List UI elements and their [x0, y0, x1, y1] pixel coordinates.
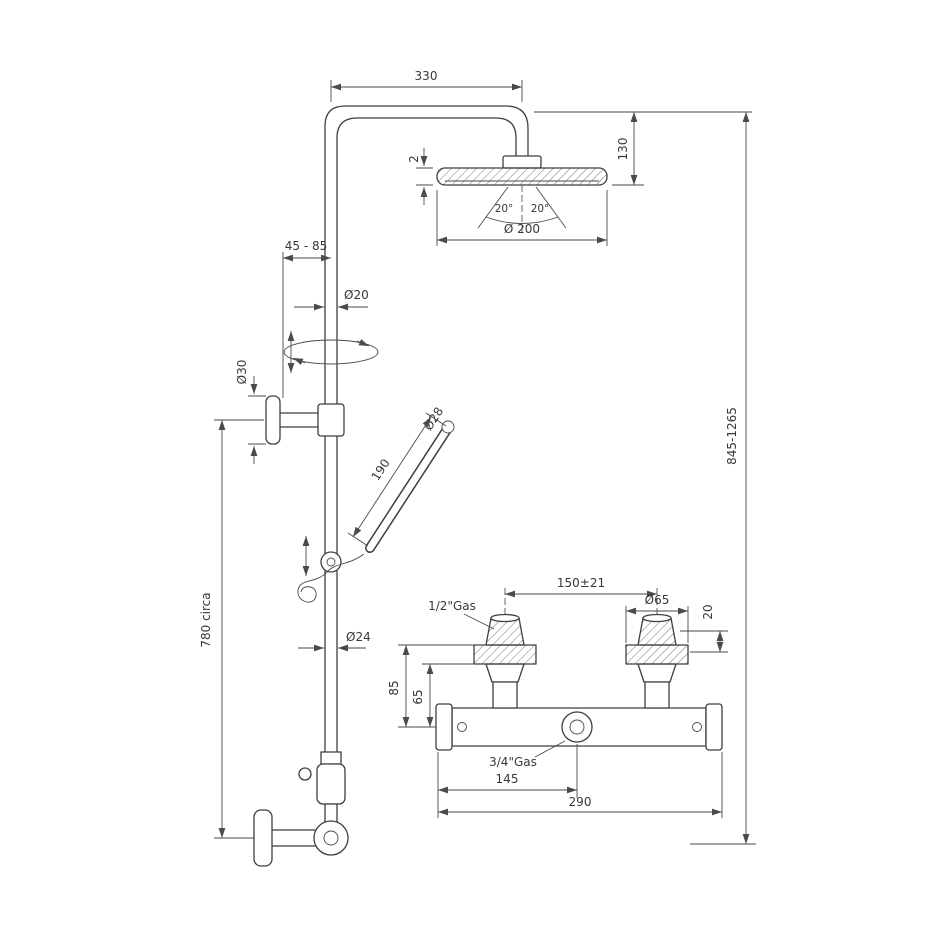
dim-handle-height: 20	[680, 604, 728, 653]
dim-body-height-inner: 65	[411, 663, 474, 727]
wall-supply-elbow	[253, 809, 316, 867]
rotation-indicator	[283, 339, 379, 365]
label-riser-height: 780 circa	[199, 592, 213, 647]
dim-body-width: 290	[438, 752, 723, 818]
label-outlet-offset: 145	[496, 772, 519, 786]
diverter-valve	[298, 751, 349, 856]
dim-body-height-outer: 85	[387, 644, 486, 728]
mixer-outlet	[561, 711, 593, 743]
dim-bracket-diameter: Ø30	[235, 360, 266, 464]
dim-riser-height: 780 circa	[199, 419, 264, 839]
dim-riser-diameter: Ø20	[294, 288, 369, 311]
label-head-drop: 130	[616, 138, 630, 161]
dim-arm-length: 330	[330, 69, 523, 102]
dim-wall-offset: 45 - 85	[282, 239, 331, 398]
label-arm-length: 330	[415, 69, 438, 83]
dim-handle-diameter: Ø65	[625, 593, 689, 643]
label-spray-angle-right: 20°	[531, 203, 550, 215]
label-overall-height: 845-1265	[725, 407, 739, 465]
label-handset-length: 190	[369, 456, 393, 483]
left-screw	[457, 722, 467, 732]
head-collar	[502, 155, 542, 169]
dim-lower-riser-diameter: Ø24	[298, 630, 371, 652]
dim-head-thickness: 2	[407, 148, 433, 205]
shower-hose	[297, 553, 365, 603]
dim-handle-spacing: 150±21	[505, 576, 657, 598]
spray-fan: 20° 20°	[477, 185, 567, 234]
riser-pipe	[324, 105, 529, 753]
label-bottom-riser-diameter: Ø24	[346, 630, 371, 644]
dim-overall-height: 845-1265	[690, 112, 756, 845]
label-body-height-inner: 65	[411, 689, 425, 704]
label-handle-spacing: 150±21	[557, 576, 605, 590]
label-body-height-outer: 85	[387, 680, 401, 695]
mixer-handle-left	[473, 588, 537, 709]
shower-head	[436, 155, 608, 186]
label-inlet-thread-group: 1/2"Gas	[428, 599, 495, 630]
label-outlet-thread-group: 3/4"Gas	[489, 740, 566, 769]
right-screw	[692, 722, 702, 732]
label-spray-angle-left: 20°	[495, 203, 514, 215]
label-bracket-diameter: Ø30	[235, 360, 249, 385]
dim-outlet-offset: 145	[437, 744, 578, 818]
hand-shower	[365, 420, 455, 553]
label-head-diameter: Ø 200	[504, 222, 540, 236]
label-head-thickness: 2	[407, 155, 421, 163]
wall-bracket	[265, 395, 345, 445]
dim-head-drop: 130	[534, 111, 752, 186]
label-riser-diameter: Ø20	[344, 288, 369, 302]
label-outlet-thread: 3/4"Gas	[489, 755, 537, 769]
label-wall-offset: 45 - 85	[285, 239, 328, 253]
label-handle-diameter: Ø65	[645, 593, 670, 607]
mixer-handle-right	[625, 588, 689, 709]
handset-holder	[320, 551, 342, 573]
label-body-width: 290	[569, 795, 592, 809]
label-handle-height: 20	[701, 604, 715, 619]
handset-spray-face	[441, 420, 455, 434]
dim-head-diameter: Ø 200	[436, 190, 608, 246]
label-inlet-thread: 1/2"Gas	[428, 599, 476, 613]
